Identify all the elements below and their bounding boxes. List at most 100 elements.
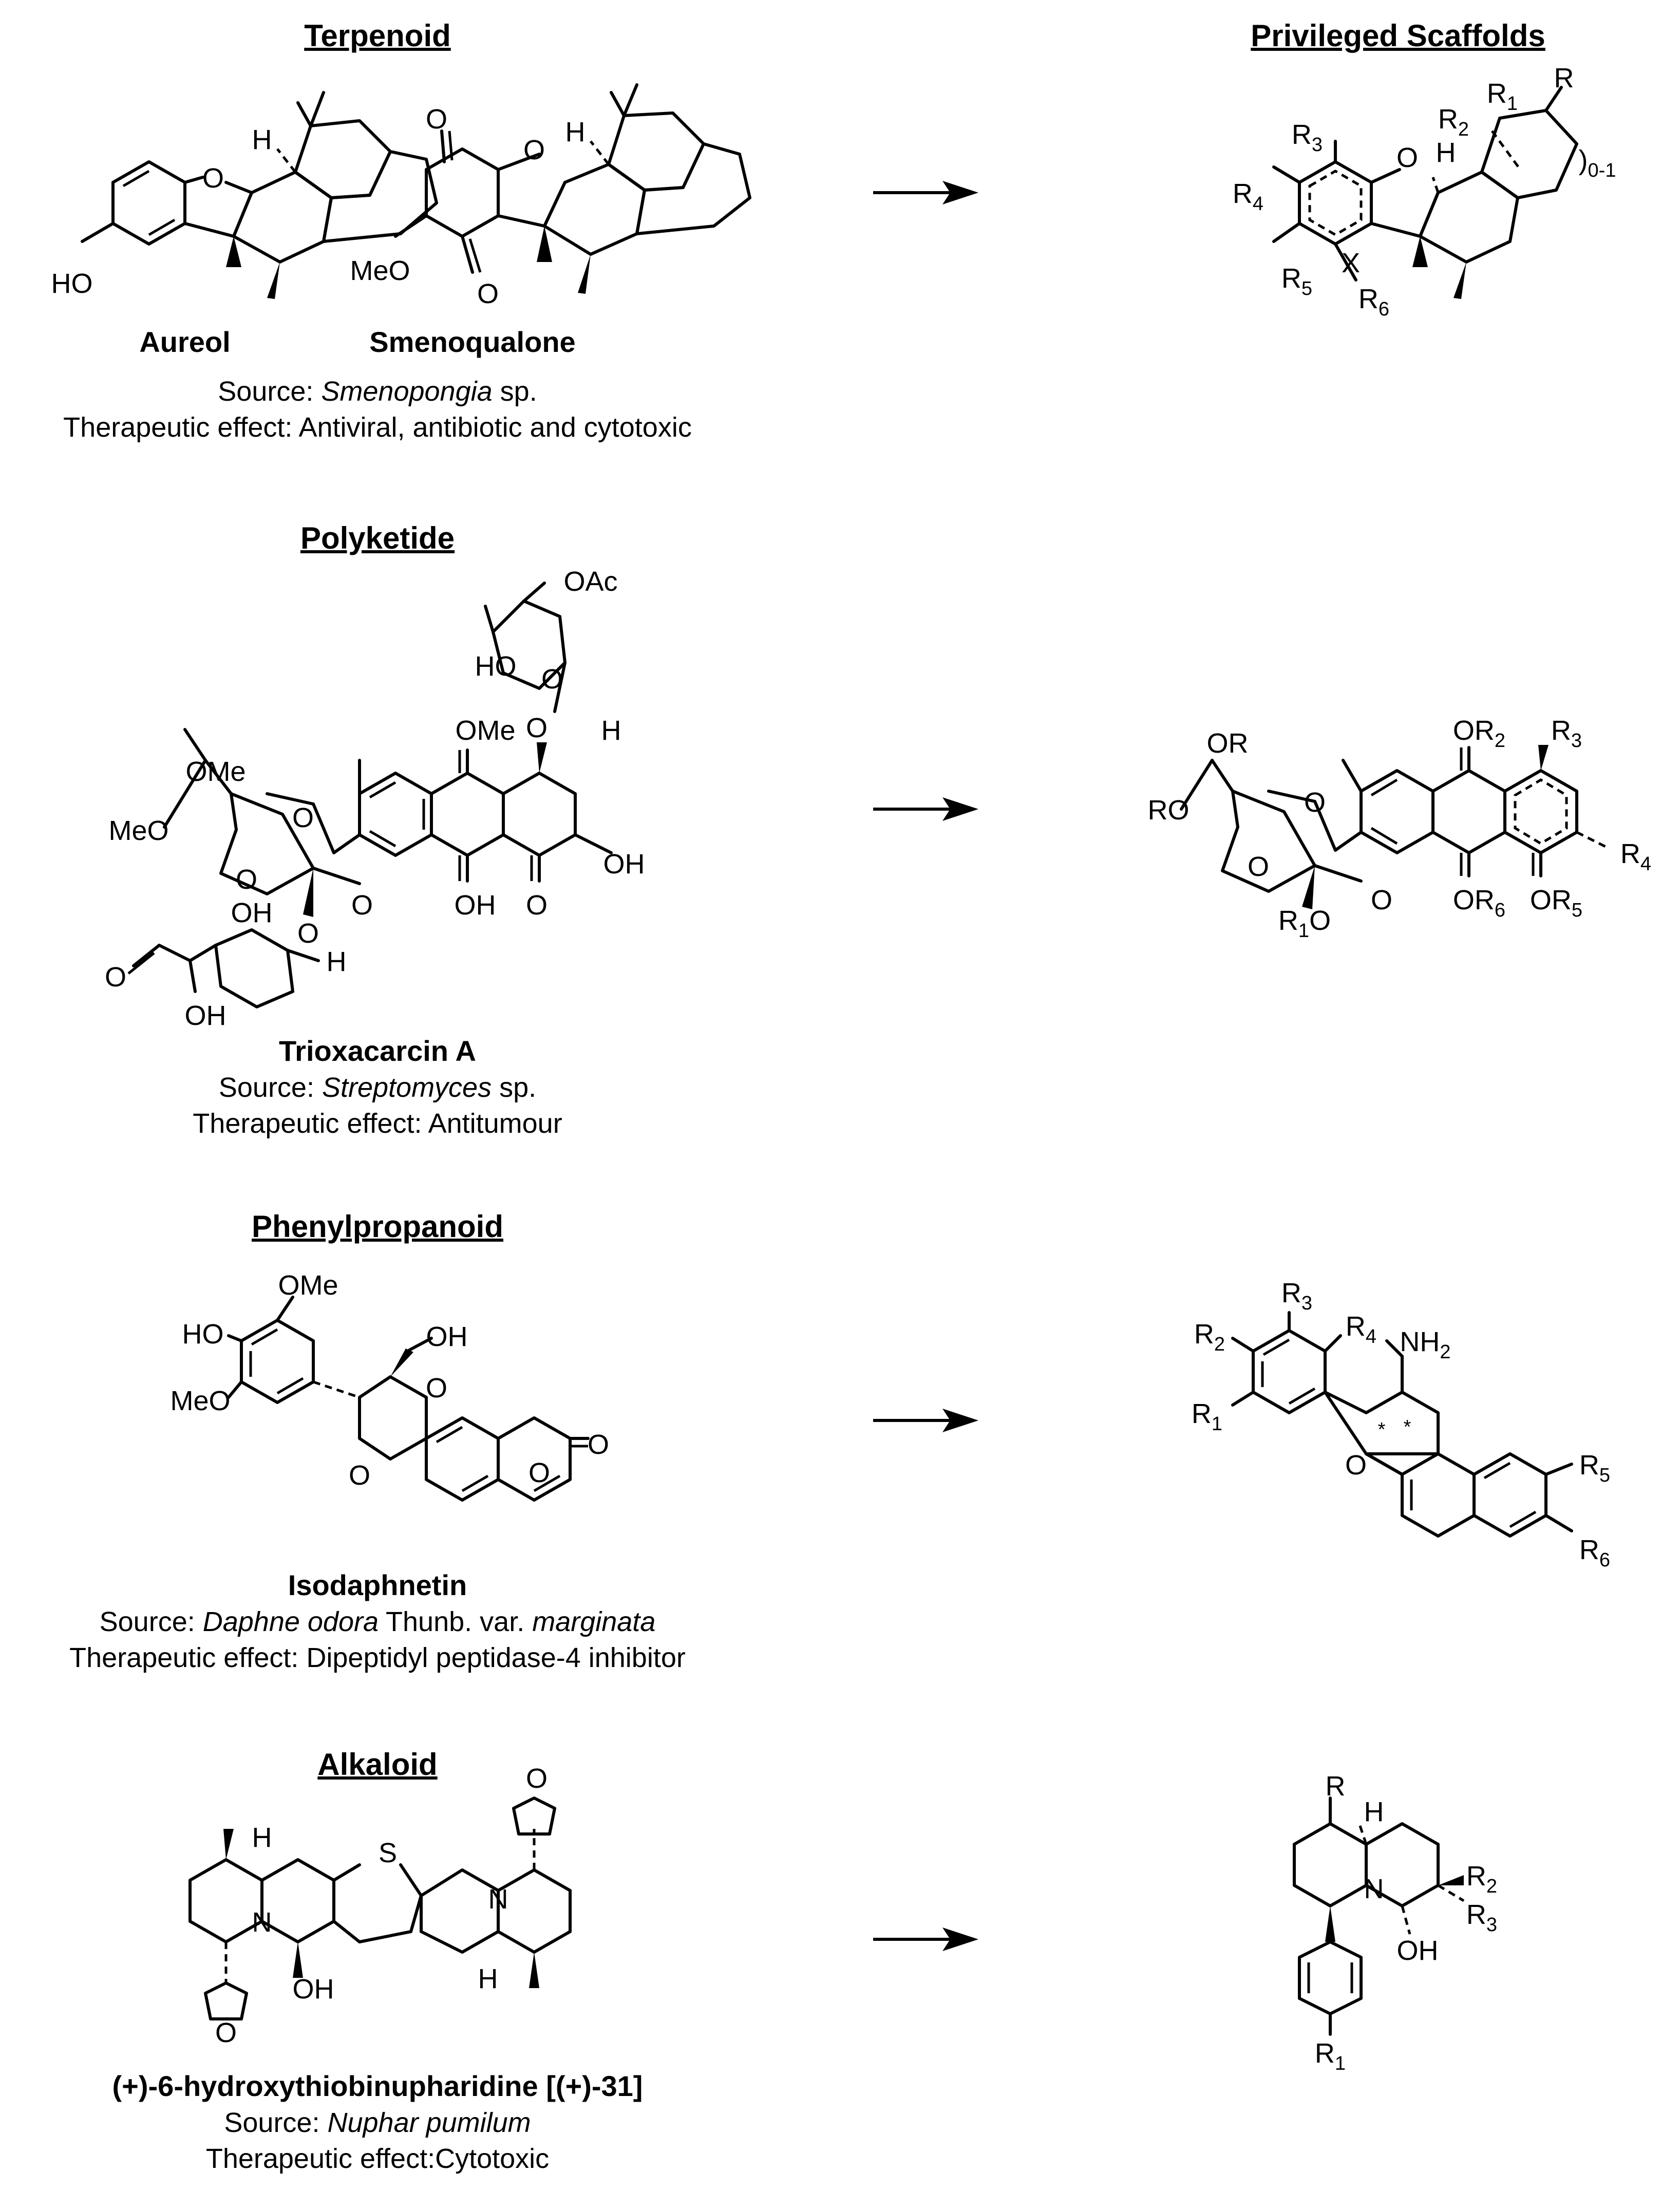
poly-o-lower: O [297,918,319,949]
ps-or5: OR5 [1530,885,1582,921]
smenoqualone-structure [394,83,751,294]
ts-ring-size: )0-1 [1579,145,1616,181]
poly-o-acetyl: O [105,962,126,993]
ps-or2: OR2 [1453,715,1505,752]
alk-n-left: N [252,1907,272,1938]
arrow-phenylpropanoid [873,1409,978,1432]
ps-o2: O [1248,851,1269,882]
ps-o1: O [1304,787,1326,818]
compound-smenoqualone: Smenoqualone [369,326,575,358]
heading-polyketide: Polyketide [300,521,455,555]
heading-alkaloid: Alkaloid [317,1747,437,1782]
compound-thiobinupharidine: (+)-6-hydroxythiobinupharidine [(+)-31] [112,2070,643,2102]
phen-o4: O [588,1429,609,1460]
poly-oh-bottom: OH [185,1000,226,1031]
alk-s: S [379,1838,397,1868]
aureol-structure [81,91,438,299]
alkaloid-scaffold-structure [1293,1796,1465,2036]
poly-ome: OMe [185,756,246,787]
ts-r1: R1 [1487,78,1518,115]
as-oh: OH [1397,1935,1439,1966]
smeno-o-top: O [426,104,447,135]
polyketide-effect: Therapeutic effect: Antitumour [193,1108,562,1139]
ps-o3: O [1371,885,1392,915]
terpenoid-scaffold-structure [1272,86,1578,299]
pps-r5: R5 [1579,1450,1610,1486]
poly-o-link: O [526,713,548,743]
poly-oh-core: OH [455,890,496,921]
compound-aureol: Aureol [139,326,230,358]
smeno-o-ring: O [523,135,545,165]
pps-r4: R4 [1346,1311,1376,1347]
poly-ho: HO [475,651,517,682]
smeno-h: H [565,117,586,147]
ts-r4: R4 [1233,178,1263,215]
trioxacarcin-structure [127,582,613,1008]
poly-o-furan: O [351,890,373,921]
compound-isodaphnetin: Isodaphnetin [288,1569,467,1601]
pps-nh2: NH2 [1400,1326,1450,1363]
ts-r3: R3 [1292,119,1323,156]
poly-h-top: H [601,715,621,746]
alk-h-top: H [252,1822,272,1853]
polyketide-scaffold-structure [1180,745,1609,909]
alk-o-furan-top: O [526,1763,548,1794]
poly-ome-core: OMe [455,715,515,746]
ts-h: H [1436,137,1456,168]
terpenoid-source: Source: Smenopongia sp. [218,376,537,407]
ps-or6: OR6 [1453,885,1505,921]
ps-r4: R4 [1620,838,1651,875]
poly-h-bottom: H [327,946,347,977]
poly-o-cage2: O [236,864,257,895]
poly-o-ketone: O [526,890,548,921]
phen-oh: OH [426,1321,468,1352]
as-h: H [1364,1796,1384,1827]
aureol-o: O [202,163,224,194]
aureol-ho: HO [51,268,93,299]
pps-r6: R6 [1579,1534,1610,1571]
isodaphnetin-structure [227,1296,590,1502]
ps-r1o: R1O [1278,905,1331,942]
ts-x: X [1342,248,1360,278]
pps-r2: R2 [1194,1319,1225,1355]
alkaloid-source: Source: Nuphar pumilum [224,2107,531,2138]
arrow-terpenoid [873,181,978,204]
as-r3: R3 [1466,1899,1497,1936]
phen-o1: O [426,1373,447,1403]
thiobinupharidine-structure [188,1796,572,2020]
phenylpropanoid-scaffold-structure [1231,1311,1573,1538]
ts-r6: R6 [1358,284,1389,320]
terpenoid-effect: Therapeutic effect: Antiviral, antibioti… [63,412,692,443]
poly-o-cage1: O [292,802,314,833]
as-n: N [1364,1874,1384,1904]
ts-o: O [1396,142,1418,173]
phen-ome: OMe [278,1270,338,1301]
ts-r: R [1554,63,1574,93]
as-r: R [1326,1771,1346,1802]
arrow-alkaloid [873,1927,978,1951]
pps-r1: R1 [1192,1398,1222,1435]
phen-ho: HO [182,1319,224,1350]
heading-terpenoid: Terpenoid [304,18,451,53]
ts-r5: R5 [1281,263,1312,300]
as-r2: R2 [1466,1861,1497,1897]
compound-trioxacarcin-a: Trioxacarcin A [279,1035,476,1067]
alk-o-furan-bottom: O [215,2017,237,2048]
pps-o: O [1345,1450,1367,1481]
pps-stereo-star-2: * [1404,1416,1411,1438]
ts-r2: R2 [1438,104,1469,140]
arrow-polyketide [873,797,978,821]
alkaloid-effect: Therapeutic effect:Cytotoxic [206,2143,549,2174]
pps-stereo-star-1: * [1378,1419,1386,1440]
alk-h-bottom: H [478,1963,498,1994]
ps-ro: RO [1148,795,1190,826]
poly-oh-ring: OH [603,849,645,879]
phen-o2: O [349,1460,370,1491]
alk-n-right: N [488,1884,508,1915]
heading-phenylpropanoid: Phenylpropanoid [252,1209,503,1244]
phen-o3: O [528,1457,550,1488]
poly-o-sugar: O [541,664,563,695]
ps-r3: R3 [1551,715,1582,752]
pps-r3: R3 [1281,1278,1312,1314]
